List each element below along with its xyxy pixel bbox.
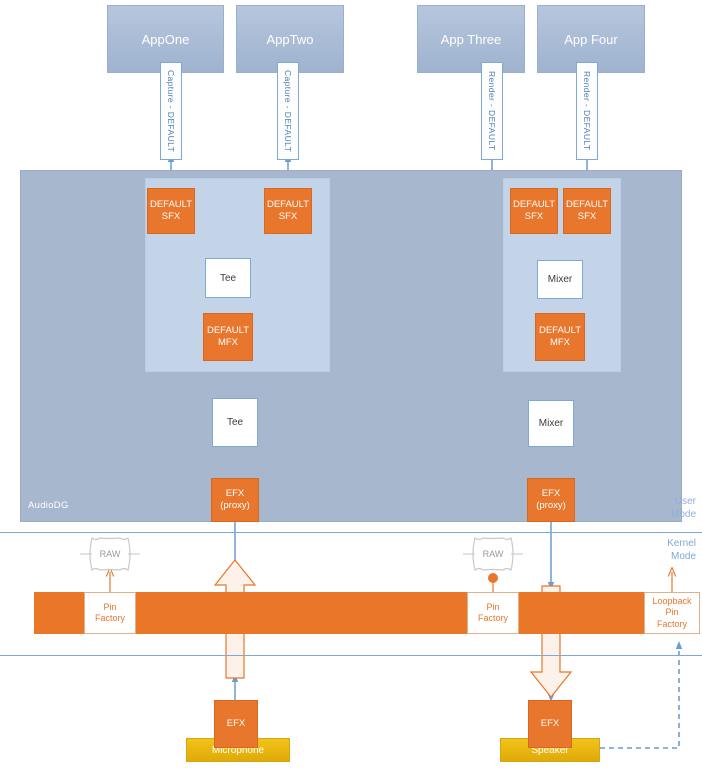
box-line2: MFX [217,337,239,348]
capture-default-mfx[interactable]: DEFAULT MFX [203,313,253,361]
device-label: Microphone [211,744,265,756]
raw-render-arrow-label: RAW [544,598,560,638]
app-label: App Four [564,31,618,47]
pin-factory-capture[interactable]: Pin Factory [84,592,136,634]
raw-capture-arrow-label: RAW [228,598,244,638]
loopback-pin-factory[interactable]: Loopback Pin Factory [644,592,700,634]
box-line2: SFX [161,211,181,222]
render-efx-proxy[interactable]: EFX (proxy) [527,478,575,522]
endpoint-label: Capture - DEFAULT [283,69,293,153]
pin-factory-line1: Pin [103,601,117,612]
box-line2: SFX [278,211,298,222]
kernel-divider-bottom [0,655,702,656]
app-box-appthree[interactable]: App Three [417,5,525,73]
render-default-sfx-right[interactable]: DEFAULT SFX [563,188,611,234]
capture-default-sfx-left[interactable]: DEFAULT SFX [147,188,195,234]
app-label: AppTwo [266,31,314,47]
audiodg-label: AudioDG [28,500,69,511]
endpoint-capture-apptwo[interactable]: Capture - DEFAULT [277,62,299,160]
render-mixer-outer[interactable]: Mixer [528,400,574,447]
raw-up-text: RAW [231,607,241,629]
endpoint-render-appthree[interactable]: Render - DEFAULT [481,62,503,160]
box-line1: EFX [541,488,561,500]
loopback-line1: Loopback [652,596,692,607]
user-mode-label: User Mode [640,495,696,521]
endpoint-label: Capture - DEFAULT [166,69,176,153]
box-line2: SFX [577,211,597,222]
kernel-mode-line2: Mode [670,551,696,562]
pin-factory-render[interactable]: Pin Factory [467,592,519,634]
capture-tee-inner[interactable]: Tee [205,258,251,298]
app-label: App Three [440,31,502,47]
app-box-appone[interactable]: AppOne [107,5,224,73]
user-kernel-divider-top [0,532,702,533]
box-line1: EFX [540,718,560,730]
box-line1: EFX [225,488,245,500]
box-line2: (proxy) [536,500,566,511]
capture-tee-outer[interactable]: Tee [212,398,258,447]
render-mixer-inner[interactable]: Mixer [537,260,583,299]
microphone-efx[interactable]: EFX [214,700,258,748]
box-line1: DEFAULT [565,199,609,211]
kernel-mode-label: Kernel Mode [640,537,696,563]
box-line1: DEFAULT [538,325,582,337]
capture-default-sfx-right[interactable]: DEFAULT SFX [264,188,312,234]
raw-node-right-label: RAW [482,549,504,559]
render-default-sfx-left[interactable]: DEFAULT SFX [510,188,558,234]
raw-node-dot [488,573,498,583]
box-line1: DEFAULT [512,199,556,211]
box-line1: EFX [226,718,246,730]
kernel-mode-line1: Kernel [667,538,696,549]
endpoint-render-appfour[interactable]: Render - DEFAULT [576,62,598,160]
app-box-apptwo[interactable]: AppTwo [236,5,344,73]
kernel-driver-bar [34,592,682,634]
box-line2: SFX [524,211,544,222]
app-label: AppOne [141,31,190,47]
user-mode-line2: Mode [670,509,696,520]
render-default-mfx[interactable]: DEFAULT MFX [535,313,585,361]
raw-down-text: RAW [547,607,557,629]
device-label: Speaker [531,744,569,756]
speaker-efx[interactable]: EFX [528,700,572,748]
box-line1: DEFAULT [266,199,310,211]
pin-factory-line2: Factory [94,613,125,623]
box-line2: MFX [549,337,571,348]
box-line2: (proxy) [220,500,250,511]
loopback-line3: Factory [656,618,687,629]
user-mode-line1: User [674,496,696,507]
loopback-line2: Pin [665,607,679,618]
pin-factory-line1: Pin [486,601,500,612]
endpoint-capture-appone[interactable]: Capture - DEFAULT [160,62,182,160]
box-line1: DEFAULT [149,199,193,211]
box-line1: DEFAULT [206,325,250,337]
raw-node-left-label: RAW [99,549,121,559]
endpoint-label: Render - DEFAULT [487,71,497,151]
endpoint-label: Render - DEFAULT [582,71,592,151]
capture-efx-proxy[interactable]: EFX (proxy) [211,478,259,522]
pin-factory-line2: Factory [477,613,508,623]
